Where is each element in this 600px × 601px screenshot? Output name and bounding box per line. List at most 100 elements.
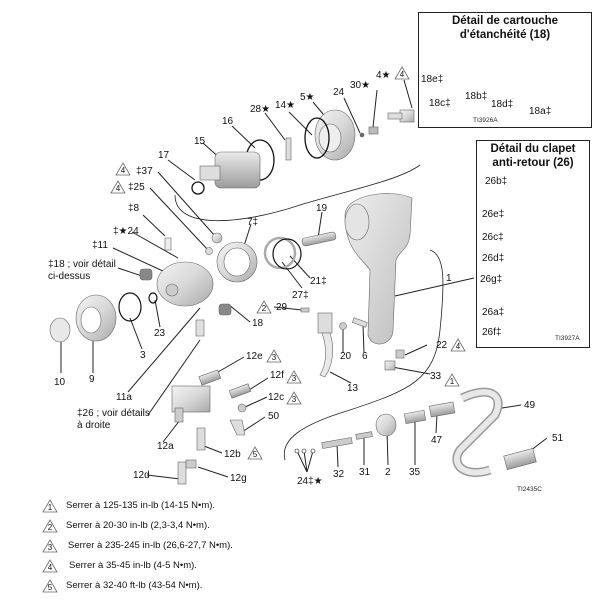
triangle-icon [286, 391, 302, 405]
seal-cartridge-detail-box: Détail de cartouche d'étanchéité (18) 18… [418, 12, 592, 128]
torque-marker-number: 3 [271, 353, 277, 362]
legend-marker: 5 [42, 579, 58, 593]
legend-text: Serrer à 235-245 in-lb (26,6-27,7 N•m). [68, 540, 233, 551]
part-label-18d: 18d‡ [491, 99, 514, 110]
part-label-24-bottom: 24‡★ [297, 476, 323, 487]
part-label-10: 10 [54, 377, 66, 388]
seal-cartridge-title-line2: d'étanchéité (18) [459, 29, 551, 41]
part-label-12f: 12f [270, 370, 284, 381]
part-label-26a: 26a‡ [482, 307, 505, 318]
part-label-26-note-line2: à droite [77, 420, 111, 431]
legend-marker: 1 [42, 499, 58, 513]
part-label-4: 4★ [376, 70, 391, 81]
part-label-15: 15 [194, 136, 206, 147]
part-label-23: 23 [154, 328, 166, 339]
part-label-20: 20 [340, 351, 352, 362]
part-label-47: 47 [431, 435, 443, 446]
check-valve-title: Détail du clapet anti-retour (26) [477, 142, 589, 170]
part-label-3: 3 [140, 350, 146, 361]
check-valve-title-line1: Détail du clapet [490, 143, 576, 155]
legend-text: Serrer à 125-135 in-lb (14-15 N•m). [66, 500, 216, 511]
part-label-18e: 18e‡ [421, 74, 444, 85]
triangle-icon [450, 338, 466, 352]
part-label-26e: 26e‡ [482, 209, 505, 220]
legend-marker-number: 2 [47, 523, 53, 532]
part-label-33: 33 [430, 371, 442, 382]
part-label-16: 16 [222, 116, 234, 127]
part-label-8: ‡8 [128, 203, 140, 214]
part-label-11a: 11a [116, 392, 132, 403]
part-label-49: 49 [524, 400, 536, 411]
torque-marker-2: 2 [256, 300, 272, 314]
legend-marker-number: 5 [47, 583, 53, 592]
check-valve-detail-box: Détail du clapet anti-retour (26) 26b‡ 2… [476, 140, 590, 348]
part-label-51: 51 [552, 433, 564, 444]
part-label-22: 22 [436, 340, 448, 351]
legend-marker: 2 [42, 519, 58, 533]
seal-cartridge-title-line1: Détail de cartouche [451, 15, 559, 27]
triangle-icon [394, 66, 410, 80]
drawing-ref-ti3926a: TI3926A [473, 117, 498, 124]
part-label-18-note-line2: ci-dessus [48, 271, 91, 282]
part-label-1: 1 [446, 273, 452, 284]
triangle-icon [256, 300, 272, 314]
triangle-icon [444, 373, 460, 387]
part-label-21: 21‡ [310, 276, 327, 287]
torque-marker-number: 2 [261, 304, 267, 313]
torque-marker-4: 4 [394, 66, 410, 80]
triangle-icon [42, 499, 58, 513]
legend-marker: 4 [42, 559, 58, 573]
part-label-37: ‡37 [136, 166, 153, 177]
part-label-17: 17 [158, 150, 170, 161]
part-label-5: 5★ [300, 92, 315, 103]
triangle-icon [266, 349, 282, 363]
triangle-icon [42, 539, 58, 553]
legend-marker: 3 [42, 539, 58, 553]
part-label-25: ‡25 [128, 182, 145, 193]
legend-text: Serrer à 20-30 in-lb (2,3-3,4 N•m). [66, 520, 210, 531]
triangle-icon [42, 579, 58, 593]
torque-marker-3: 3 [266, 349, 282, 363]
part-label-2: 2 [385, 467, 391, 478]
part-label-26c: 26c‡ [482, 232, 504, 243]
part-label-24: 24 [333, 87, 345, 98]
drawing-ref-ti2435c: TI2435C [517, 486, 542, 493]
part-label-12c: 12c [268, 392, 285, 403]
legend-marker-number: 3 [47, 543, 53, 552]
torque-marker-number: 4 [115, 184, 121, 193]
legend-marker-number: 4 [47, 563, 53, 572]
part-label-26g: 26g‡ [480, 274, 503, 285]
part-label-24-left: ‡★24 [113, 226, 139, 237]
part-label-18-note-line1: ‡18 ; voir détail [48, 259, 116, 270]
torque-marker-4: 4 [450, 338, 466, 352]
part-label-30: 30★ [350, 80, 371, 91]
part-label-27: 27‡ [292, 290, 309, 301]
part-label-12b: 12b [224, 449, 241, 460]
torque-marker-number: 4 [455, 342, 461, 351]
torque-marker-number: 3 [291, 374, 297, 383]
part-label-26d: 26d‡ [482, 253, 505, 264]
part-label-19: 19 [316, 203, 328, 214]
check-valve-title-line2: anti-retour (26) [492, 157, 574, 169]
legend-text: Serrer à 32-40 ft-lb (43-54 N•m). [66, 580, 203, 591]
legend-marker-number: 1 [47, 503, 53, 512]
part-label-12e: 12e [246, 351, 263, 362]
part-label-35: 35 [409, 467, 421, 478]
torque-marker-number: 1 [449, 377, 455, 386]
part-label-12g: 12g [230, 473, 247, 484]
part-label-6: 6 [362, 351, 368, 362]
triangle-icon [42, 559, 58, 573]
part-label-18a: 18a‡ [529, 106, 552, 117]
torque-marker-1: 1 [444, 373, 460, 387]
part-label-26-note-line1: ‡26 ; voir détails [77, 408, 150, 419]
part-label-12a: 12a [157, 441, 174, 452]
torque-marker-number: 3 [291, 395, 297, 404]
torque-marker-4: 4 [115, 162, 131, 176]
triangle-icon [110, 180, 126, 194]
part-label-32: 32 [333, 469, 345, 480]
triangle-icon [286, 370, 302, 384]
part-label-18: 18 [252, 318, 264, 329]
part-label-28: 28★ [250, 104, 271, 115]
main-parts [49, 109, 537, 485]
